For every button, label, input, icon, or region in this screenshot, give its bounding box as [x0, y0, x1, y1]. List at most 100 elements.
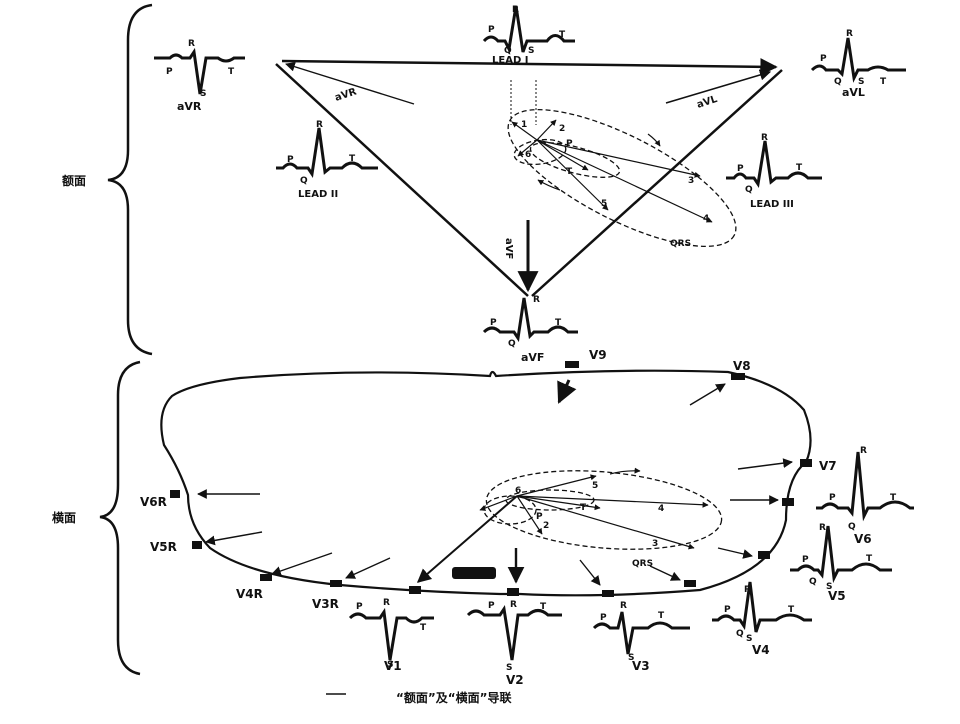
svg-text:Q: Q [809, 577, 817, 587]
electrode-v4r-label: V4R [236, 587, 263, 601]
svg-text:Q: Q [736, 629, 744, 639]
svg-text:P: P [488, 601, 495, 611]
svg-text:P: P [829, 493, 836, 503]
avr-axis-label: aVR [334, 86, 359, 103]
svg-text:T: T [880, 77, 887, 87]
svg-text:T: T [228, 67, 235, 77]
svg-text:Q: Q [300, 176, 308, 186]
waveform-v5: P R Q S T V5 [790, 523, 892, 603]
lead-v1-label: V1 [384, 659, 402, 673]
chest-cross-section [160, 369, 812, 597]
frontal-loop-direction-arrow [537, 179, 561, 191]
svg-text:Q: Q [834, 77, 842, 87]
svg-text:Q: Q [745, 185, 753, 195]
horizontal-vectors [416, 474, 709, 583]
svg-text:R: R [620, 601, 627, 611]
svg-text:P: P [820, 54, 827, 64]
avf-axis-label: aVF [503, 238, 514, 259]
horizontal-vector-2: 2 [543, 521, 549, 531]
waveform-lead-i: P R Q S T LEAD I [482, 5, 575, 66]
figure-caption: “额面”及“横面”导联 [396, 690, 512, 705]
svg-text:R: R [383, 598, 390, 608]
avl-axis-label: aVL [696, 94, 720, 111]
horizontal-vector-4: 4 [658, 504, 664, 514]
svg-text:P: P [356, 602, 363, 612]
svg-text:R: R [510, 600, 517, 610]
waveform-v6: P R Q T V6 [816, 446, 914, 546]
svg-text:T: T [866, 554, 873, 564]
lead-iii-label: LEAD III [750, 199, 794, 210]
frontal-vector-1: 1 [521, 120, 527, 130]
waveform-v2: P R S T V2 [466, 600, 562, 687]
svg-text:S: S [628, 653, 634, 663]
avl-label: aVL [842, 86, 865, 99]
lead-v6-label: V6 [854, 532, 872, 546]
frontal-vector-5: 5 [601, 199, 607, 209]
electrode-v3r-label: V3R [312, 597, 339, 611]
lead-i-label: LEAD I [492, 55, 528, 66]
waveform-avl: P R Q S T aVL [810, 29, 906, 99]
avr-label: aVR [177, 100, 202, 113]
electrode-v8-label: V8 [733, 359, 751, 373]
svg-text:T: T [349, 154, 356, 164]
horizontal-loop-direction-arrow [609, 467, 641, 475]
waveform-avr: P R S T aVR [154, 39, 245, 113]
lead-v2-label: V2 [506, 673, 524, 687]
svg-text:R: R [846, 29, 853, 39]
svg-text:R: R [860, 446, 867, 456]
svg-text:S: S [826, 582, 832, 592]
horizontal-vector-6: 6 [515, 486, 521, 496]
svg-text:P: P [166, 67, 173, 77]
svg-text:R: R [188, 39, 195, 49]
svg-text:R: R [744, 585, 751, 595]
svg-text:P: P [737, 164, 744, 174]
frontal-qrs-loop-label: QRS [670, 239, 691, 249]
svg-text:T: T [559, 30, 566, 40]
horizontal-vector-5: 5 [592, 481, 598, 491]
svg-text:R: R [316, 120, 323, 130]
svg-text:Q: Q [848, 522, 856, 532]
svg-text:P: P [488, 25, 495, 35]
horizontal-qrs-loop-label: QRS [632, 559, 653, 569]
svg-text:T: T [788, 605, 795, 615]
horizontal-brace [99, 360, 141, 676]
frontal-t-loop-label: T [566, 167, 573, 177]
horizontal-plane-label: 横面 [52, 510, 76, 525]
horizontal-p-loop-label: P [536, 512, 543, 522]
svg-text:Q: Q [504, 46, 512, 56]
waveform-lead-ii: P R Q T LEAD II [276, 120, 378, 200]
electrode-markers [170, 361, 812, 597]
electrode-v9-label: V9 [589, 348, 607, 362]
frontal-loops [507, 108, 737, 248]
svg-text:T: T [658, 611, 665, 621]
horizontal-t-loop-label: T [580, 503, 587, 513]
svg-text:P: P [287, 155, 294, 165]
frontal-p-loop-label: P [566, 139, 573, 149]
svg-text:S: S [858, 77, 864, 87]
svg-text:T: T [540, 602, 547, 612]
svg-text:S: S [506, 663, 512, 673]
avf-label: aVF [521, 351, 544, 364]
svg-text:T: T [890, 493, 897, 503]
frontal-vector-4: 4 [703, 214, 709, 224]
waveform-avf: P R Q T aVF [482, 295, 578, 364]
waveform-v1: P R S T V1 [348, 598, 434, 673]
waveform-v3: P R S T V3 [592, 601, 690, 673]
electrode-v7-label: V7 [819, 459, 837, 473]
svg-text:R: R [819, 523, 826, 533]
svg-text:R: R [512, 5, 519, 15]
svg-text:S: S [528, 46, 534, 56]
einthoven-triangle [275, 58, 783, 297]
horizontal-loops [483, 470, 723, 550]
svg-text:S: S [387, 660, 393, 670]
frontal-vector-6: 6 [525, 150, 531, 160]
lead-v3-label: V3 [632, 659, 650, 673]
svg-text:P: P [802, 555, 809, 565]
svg-text:T: T [796, 163, 803, 173]
frontal-plane-label: 额面 [62, 173, 86, 188]
waveform-v4: P R Q S T V4 [712, 581, 812, 657]
svg-text:P: P [490, 318, 497, 328]
lead-v4-label: V4 [752, 643, 770, 657]
